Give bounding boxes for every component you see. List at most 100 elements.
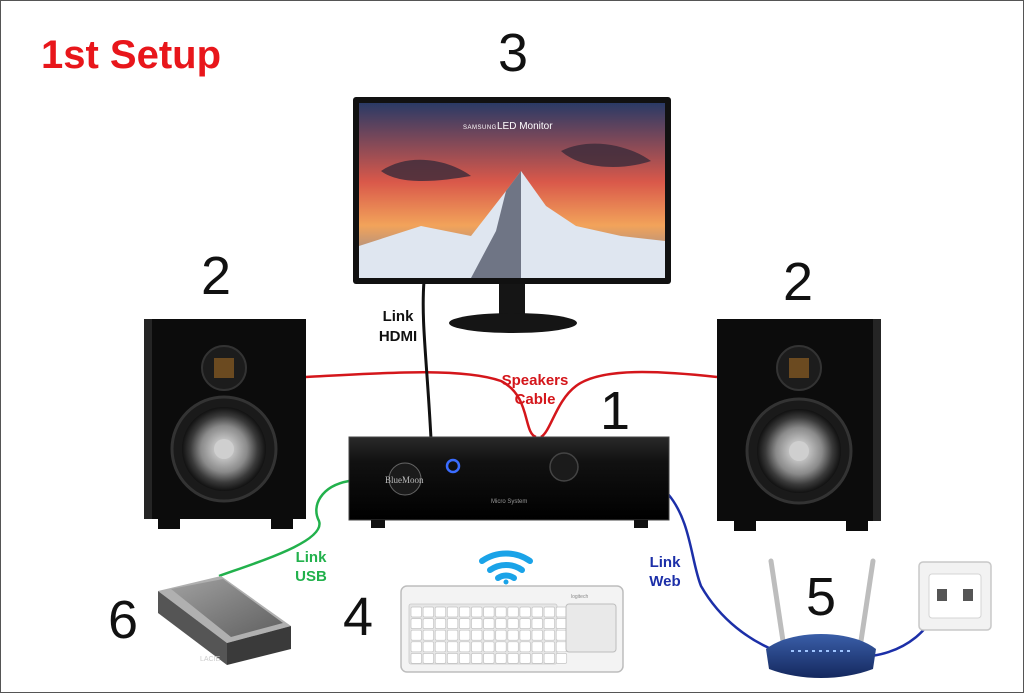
keyboard-key <box>434 641 447 653</box>
monitor-neck <box>499 284 525 314</box>
speaker-left-foot-l <box>158 519 180 529</box>
keyboard-key <box>446 606 459 618</box>
keyboard-key <box>543 653 555 664</box>
keyboard-key <box>483 653 495 664</box>
speakers-label-line1: Speakers <box>502 372 569 389</box>
keyboard-key <box>519 618 531 629</box>
wifi-icon <box>479 550 533 585</box>
keyboard-key <box>410 653 422 664</box>
monitor-base <box>449 313 577 333</box>
number-speaker-right: 2 <box>783 252 813 312</box>
amplifier: BlueMoon Micro System <box>348 436 670 528</box>
keyboard-key <box>434 653 447 664</box>
usb-cable <box>218 479 350 578</box>
web-cable <box>667 493 777 653</box>
speakers-label-line2: Cable <box>515 391 556 408</box>
hdmi-label-line1: Link <box>383 308 414 325</box>
keyboard-key <box>519 606 531 618</box>
hard-drive-brand: LACIE <box>200 656 221 663</box>
wall-socket <box>918 561 992 631</box>
keyboard-key <box>446 641 459 653</box>
speaker-cable-left <box>305 370 537 439</box>
keyboard-key <box>434 606 447 618</box>
diagram-title: 1st Setup <box>41 33 221 77</box>
speaker-cable-right <box>540 370 718 439</box>
keyboard-key <box>531 629 543 641</box>
wall-socket-port-left <box>937 589 947 601</box>
number-keyboard: 4 <box>343 587 373 647</box>
keyboard-key <box>555 618 568 629</box>
keyboard-key <box>543 618 555 629</box>
keyboard-key <box>422 641 434 653</box>
wall-socket-inner <box>928 573 982 619</box>
keyboard-key <box>422 606 434 618</box>
keyboard-key <box>507 606 519 618</box>
hdmi-cable <box>421 280 433 440</box>
hard-drive: LACIE <box>158 576 291 665</box>
speaker-right-dustcap <box>789 441 809 461</box>
speaker-right <box>717 319 881 531</box>
keyboard-key <box>507 618 519 629</box>
speaker-left-foot-r <box>271 519 293 529</box>
router-antenna-right <box>858 558 876 644</box>
number-amplifier: 1 <box>600 381 630 441</box>
usb-label-line1: Link <box>296 549 327 566</box>
keyboard-key <box>459 618 471 629</box>
speaker-right-edge <box>873 319 881 521</box>
amplifier-logo: BlueMoon <box>385 475 424 485</box>
monitor: SAMSUNG LED Monitor <box>353 97 671 333</box>
keyboard-key <box>555 653 568 664</box>
amplifier-volume-knob <box>549 452 579 482</box>
monitor-peak-shadow <box>471 171 521 278</box>
keyboard-key <box>471 653 483 664</box>
number-router: 5 <box>806 567 836 627</box>
number-hard-drive: 6 <box>108 590 138 650</box>
keyboard-key <box>459 653 471 664</box>
keyboard-key <box>531 606 543 618</box>
monitor-brand: SAMSUNG <box>463 125 497 131</box>
hdmi-label-line2: HDMI <box>379 328 417 345</box>
keyboard-key <box>519 629 531 641</box>
keyboard-key <box>410 618 422 629</box>
keyboard-key <box>495 618 507 629</box>
keyboard-key <box>495 629 507 641</box>
keyboard-key <box>446 618 459 629</box>
keyboard-key <box>495 606 507 618</box>
keyboard-key <box>495 653 507 664</box>
hard-drive-side <box>227 626 291 665</box>
speaker-left-tweeter <box>214 358 234 378</box>
amplifier-foot-r <box>634 520 648 528</box>
keyboard-key <box>495 641 507 653</box>
router-antenna-left <box>768 558 786 644</box>
keyboard-key <box>531 653 543 664</box>
keyboard-key <box>483 641 495 653</box>
keyboard-key <box>555 641 568 653</box>
keyboard-key <box>519 641 531 653</box>
number-speaker-left: 2 <box>201 246 231 306</box>
keyboard-key <box>446 629 459 641</box>
keyboard-key <box>543 606 555 618</box>
router <box>766 558 876 678</box>
keyboard-key <box>434 629 447 641</box>
amplifier-foot-l <box>371 520 385 528</box>
keyboard-key-grid <box>410 606 568 664</box>
amplifier-logo-disc <box>388 462 422 496</box>
keyboard-key <box>507 641 519 653</box>
speaker-right-foot-l <box>734 521 756 531</box>
keyboard-key <box>543 641 555 653</box>
keyboard-key <box>519 653 531 664</box>
keyboard-key <box>507 653 519 664</box>
speaker-left-dustcap <box>214 439 234 459</box>
web-label-line2: Web <box>649 573 680 590</box>
keyboard-key <box>471 629 483 641</box>
web-label-line1: Link <box>650 554 681 571</box>
speaker-right-tweeter <box>789 358 809 378</box>
keyboard-key <box>555 629 568 641</box>
monitor-model: LED Monitor <box>497 121 553 132</box>
keyboard-key <box>422 653 434 664</box>
keyboard-key <box>422 629 434 641</box>
amplifier-model: Micro System <box>491 499 527 505</box>
speaker-right-foot-r <box>846 521 868 531</box>
